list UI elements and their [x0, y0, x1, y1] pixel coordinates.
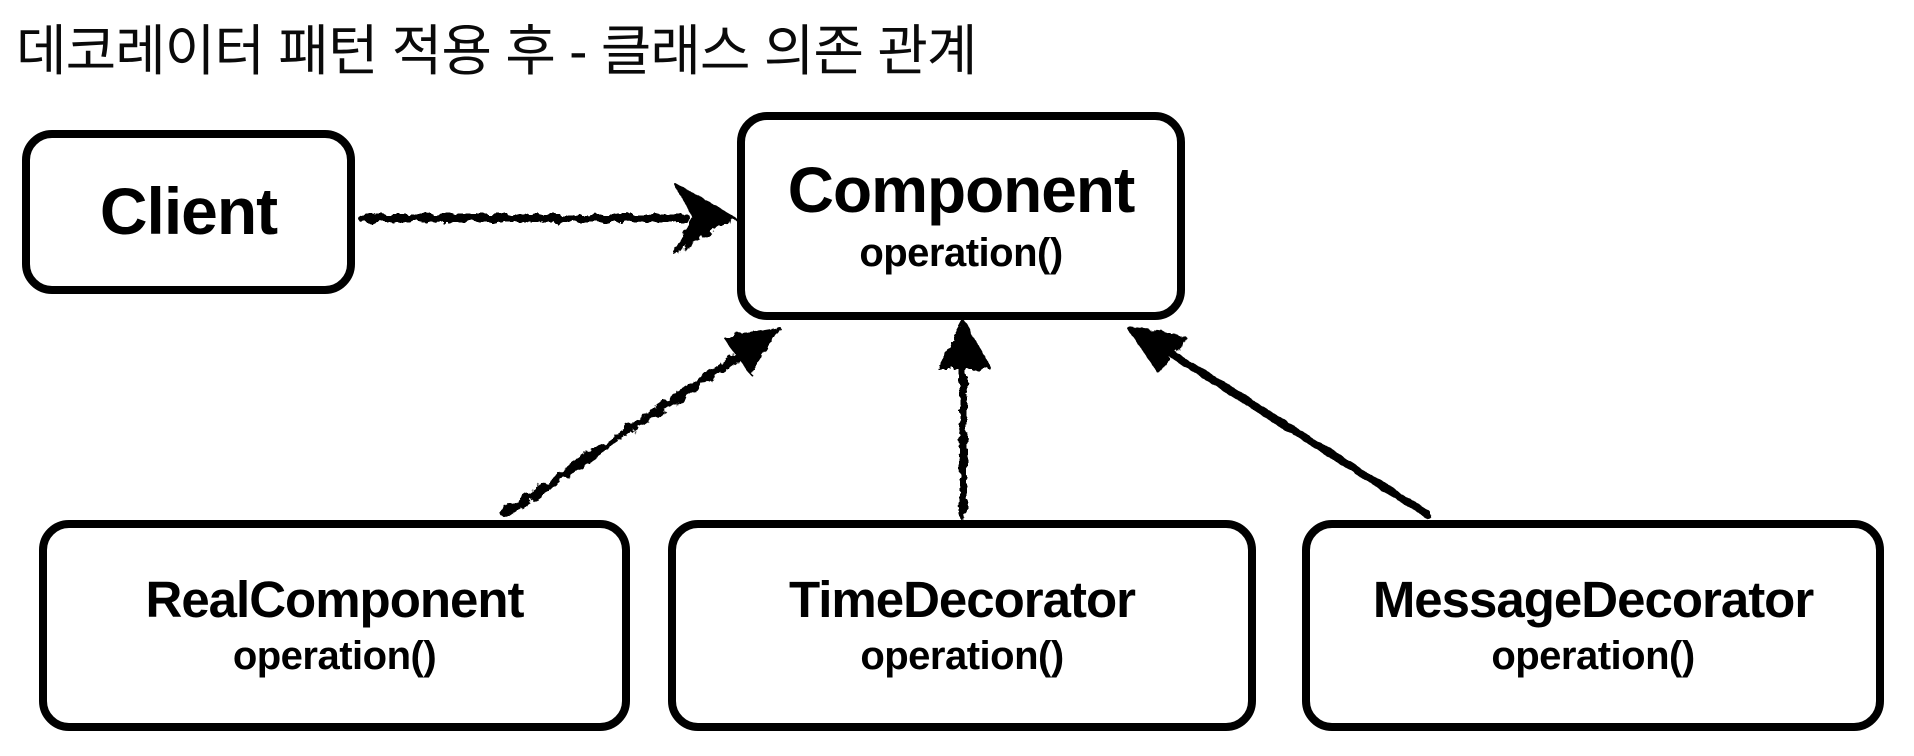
diagram-title: 데코레이터 패턴 적용 후 - 클래스 의존 관계 — [16, 20, 977, 82]
arrow-shaft — [501, 350, 746, 518]
class-box-timedecorator: TimeDecorator operation() — [668, 520, 1256, 731]
arrow-head — [673, 182, 736, 254]
class-name-realcomponent: RealComponent — [145, 570, 524, 628]
class-box-realcomponent: RealComponent operation() — [39, 520, 630, 731]
class-box-component: Component operation() — [737, 112, 1185, 320]
class-method-realcomponent: operation() — [232, 634, 437, 679]
class-box-client: Client — [22, 130, 355, 294]
class-method-component: operation() — [859, 230, 1063, 275]
arrow-head — [1127, 327, 1185, 374]
arrow-messagedecorator-to-component — [1127, 327, 1431, 518]
class-name-timedecorator: TimeDecorator — [788, 570, 1136, 628]
arrow-realcomponent-to-component — [501, 327, 781, 518]
class-method-timedecorator: operation() — [860, 634, 1064, 679]
arrow-shaft — [1163, 347, 1431, 518]
class-name-client: Client — [99, 174, 278, 249]
class-name-component: Component — [787, 154, 1135, 227]
arrow-head — [723, 327, 781, 375]
class-method-messagedecorator: operation() — [1491, 634, 1695, 679]
arrow-head — [937, 320, 991, 369]
arrow-client-to-component — [358, 182, 736, 254]
class-name-messagedecorator: MessageDecorator — [1372, 570, 1814, 628]
arrow-timedecorator-to-component — [937, 320, 991, 520]
class-box-messagedecorator: MessageDecorator operation() — [1302, 520, 1884, 731]
